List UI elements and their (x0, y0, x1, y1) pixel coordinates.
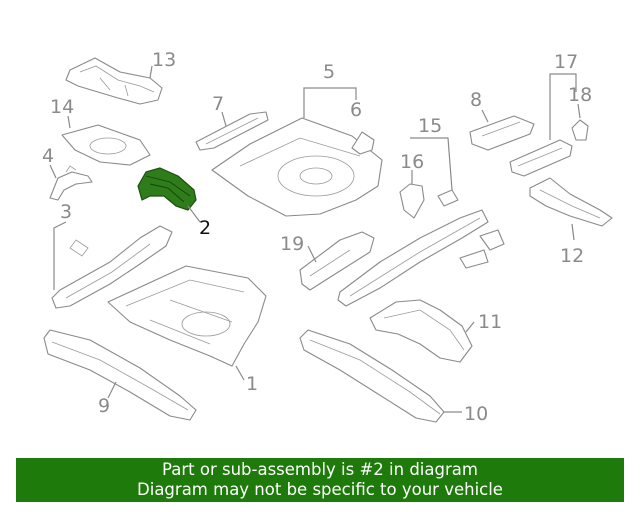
callout-9: 9 (98, 395, 110, 417)
leader-15 (410, 137, 453, 191)
part-3-rail[interactable] (51, 225, 173, 309)
callout-15: 15 (418, 115, 442, 137)
part-6-bracket[interactable] (351, 131, 375, 155)
part-17-rail[interactable] (509, 139, 573, 177)
part-11-bracket-assy[interactable] (369, 299, 473, 363)
leader-14 (67, 115, 71, 129)
part-5-trunk-floor[interactable] (211, 117, 383, 217)
leader-18 (577, 103, 581, 119)
part-4-bracket[interactable] (49, 165, 93, 201)
leader-17 (549, 73, 577, 140)
leader-7 (221, 111, 227, 127)
part-14-plate[interactable] (61, 124, 151, 166)
leader-2 (187, 205, 201, 223)
part-15-side-member[interactable] (337, 189, 505, 307)
callout-12: 12 (560, 245, 584, 267)
part-13-panel[interactable] (65, 57, 163, 105)
callout-11: 11 (478, 311, 502, 333)
banner-line-1: Part or sub-assembly is #2 in diagram (162, 460, 478, 479)
part-18-bracket[interactable] (571, 119, 589, 141)
callout-19: 19 (280, 233, 304, 255)
part-16-bracket[interactable] (399, 183, 425, 219)
part-10-rail[interactable] (299, 329, 445, 423)
callout-18: 18 (568, 84, 592, 106)
leader-11 (465, 321, 475, 333)
leader-12 (571, 223, 575, 241)
leader-19 (307, 245, 317, 263)
callout-13: 13 (152, 49, 176, 71)
leader-9 (107, 381, 117, 399)
part-7-crossmember[interactable] (195, 111, 269, 151)
leader-3 (53, 221, 67, 290)
callout-1: 1 (246, 373, 258, 395)
callout-17: 17 (554, 51, 578, 73)
callout-5: 5 (323, 61, 335, 83)
callout-6: 6 (350, 99, 362, 121)
leader-1 (235, 365, 245, 381)
part-2-highlighted[interactable] (137, 167, 197, 211)
part-9-beam[interactable] (43, 329, 197, 421)
leader-5 (303, 87, 357, 118)
leader-8 (481, 109, 489, 123)
part-8-pad[interactable] (469, 115, 535, 151)
callout-2: 2 (199, 217, 211, 239)
callout-16: 16 (400, 151, 424, 173)
info-banner: Part or sub-assembly is #2 in diagram Di… (16, 458, 624, 502)
part-12-wheelhouse[interactable] (529, 177, 613, 227)
callout-8: 8 (470, 89, 482, 111)
banner-line-2: Diagram may not be specific to your vehi… (137, 480, 503, 499)
callout-10: 10 (464, 403, 488, 425)
callout-14: 14 (50, 96, 74, 118)
leader-4 (49, 164, 57, 179)
part-1-floor-pan[interactable] (107, 265, 267, 367)
part-19-side-panel[interactable] (299, 231, 375, 291)
callout-3: 3 (60, 201, 72, 223)
leader-13 (149, 65, 153, 79)
callout-7: 7 (212, 93, 224, 115)
callout-4: 4 (42, 145, 54, 167)
